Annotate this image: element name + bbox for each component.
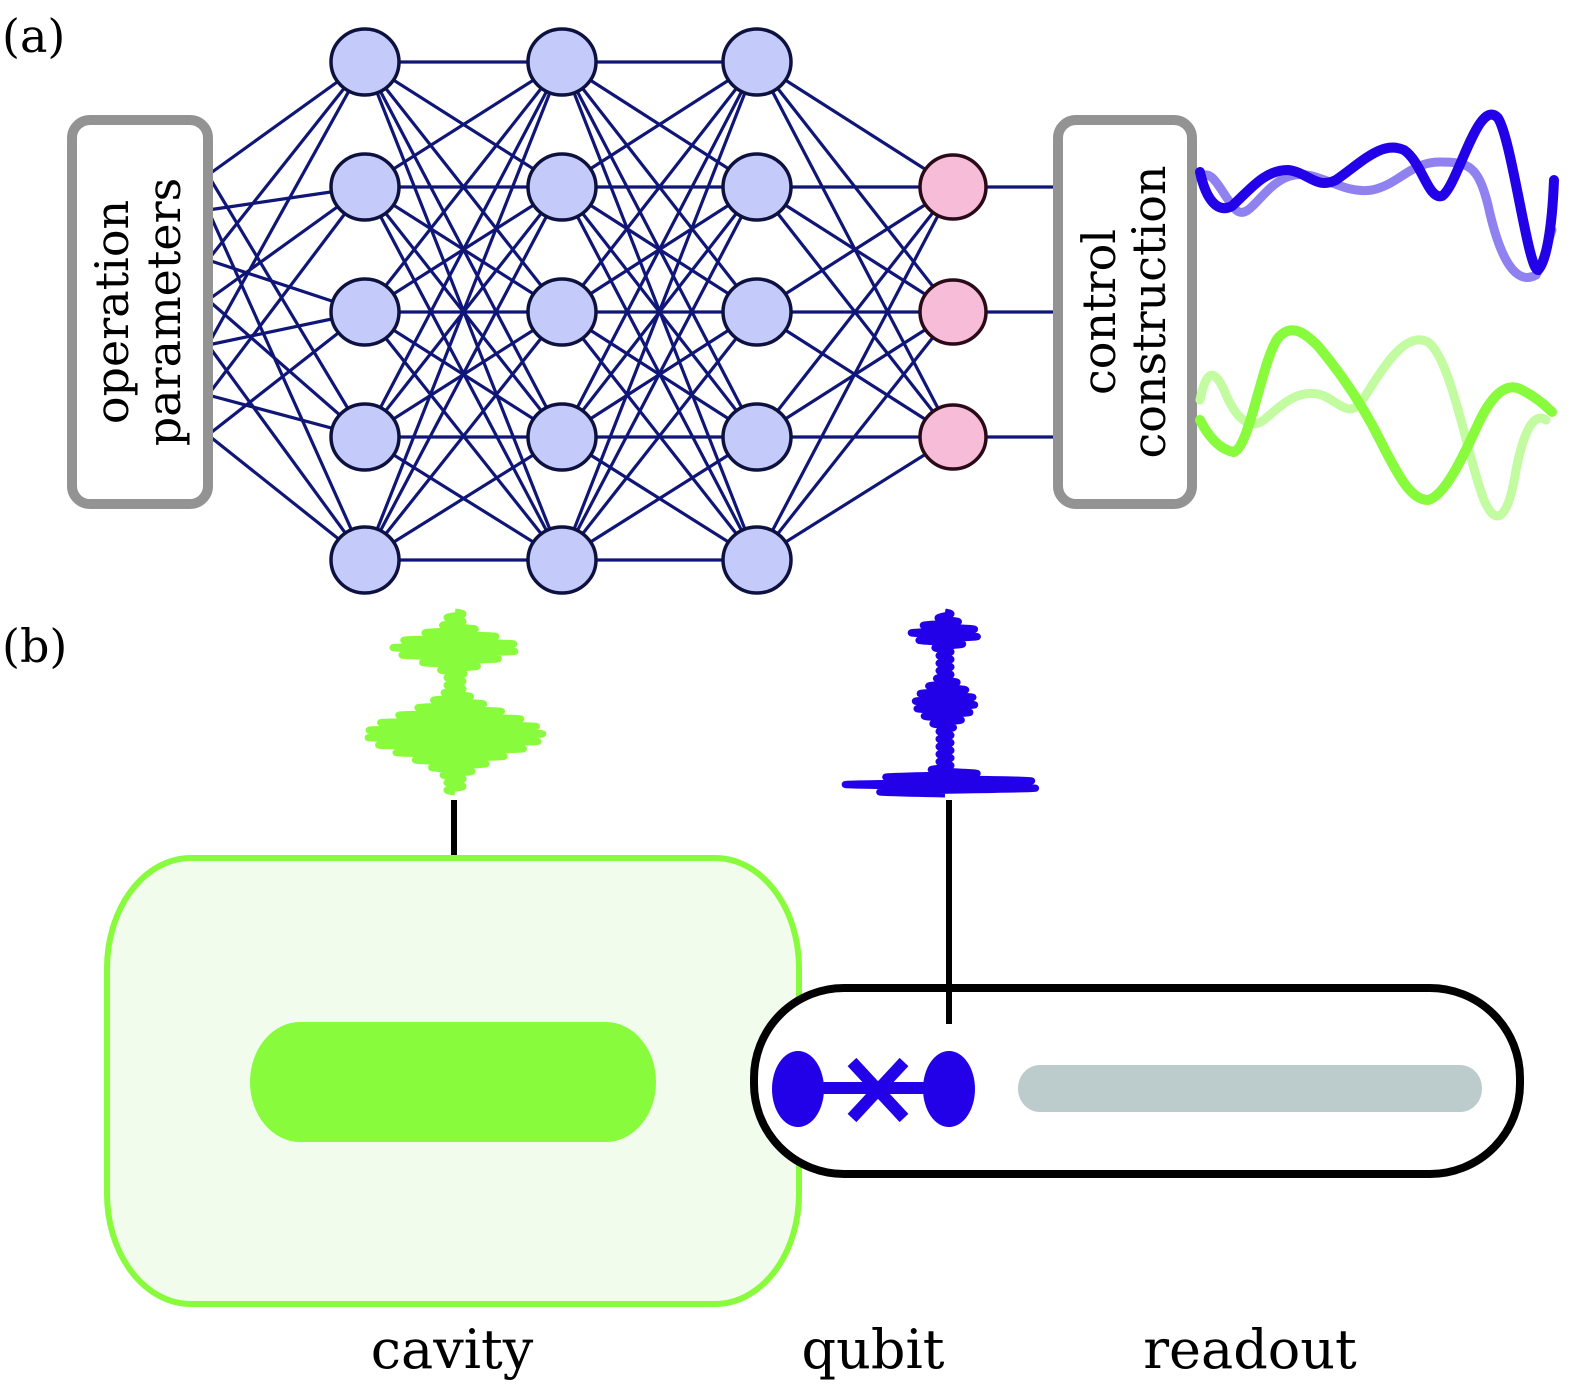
network-nodes	[329, 27, 988, 595]
hidden-node	[526, 525, 598, 595]
green-light-waveform	[1195, 335, 1551, 521]
hidden-node	[526, 27, 598, 97]
hidden-node	[721, 27, 793, 97]
output-edge	[756, 185, 954, 314]
pulse-blue-trace	[841, 608, 1040, 798]
input-edge	[206, 61, 367, 346]
green-waveform	[1195, 325, 1557, 506]
qubit-icon	[772, 1051, 975, 1127]
input-edge	[206, 186, 367, 396]
qubit-readout-capsule	[750, 984, 1524, 1178]
hidden-edge	[363, 61, 564, 561]
input-label-line2: parameters	[137, 178, 191, 446]
cavity-core	[250, 1022, 656, 1142]
blue-control-waveforms	[1195, 109, 1559, 282]
qubit-drive-pulse	[841, 608, 1040, 798]
hidden-node	[721, 152, 793, 222]
input-edge	[206, 61, 367, 261]
hidden-node	[329, 152, 401, 222]
readout-label: readout	[1143, 1318, 1357, 1381]
hidden-node	[329, 525, 401, 595]
blue-light-waveform	[1195, 157, 1557, 282]
hidden-edge	[561, 435, 758, 562]
output-edge	[755, 311, 955, 561]
output-edge	[755, 186, 955, 438]
operation-parameters-box: operation parameters	[67, 115, 213, 509]
hidden-node	[721, 277, 793, 347]
panel-b-label: (b)	[2, 619, 67, 673]
hidden-node	[329, 402, 401, 472]
hidden-edge	[560, 311, 759, 561]
qubit-label: qubit	[802, 1318, 945, 1381]
input-edge	[206, 174, 367, 438]
cavity-drive-pulse	[364, 608, 547, 796]
output-edge	[755, 186, 955, 561]
hidden-edge	[560, 61, 759, 313]
hidden-node	[526, 152, 598, 222]
output-label-line1: control	[1072, 229, 1126, 395]
output-edge	[756, 60, 954, 189]
network-edges	[206, 60, 1056, 562]
hidden-edge	[363, 311, 564, 561]
hidden-node	[721, 402, 793, 472]
hidden-node	[526, 277, 598, 347]
panel-a-label: (a)	[2, 9, 65, 63]
hidden-edge	[363, 61, 564, 438]
output-node	[918, 153, 988, 221]
cavity-label: cavity	[371, 1318, 534, 1381]
hidden-edge	[560, 61, 759, 561]
green-control-waveforms	[1195, 325, 1557, 521]
input-edge	[206, 344, 367, 561]
hidden-node	[329, 27, 401, 97]
hidden-node	[526, 402, 598, 472]
control-construction-box: control construction	[1053, 115, 1197, 509]
hidden-edge	[560, 186, 759, 561]
josephson-junction-icon	[847, 1057, 909, 1123]
output-label-line2: construction	[1122, 165, 1176, 458]
hidden-node	[721, 525, 793, 595]
hidden-edge	[363, 61, 564, 313]
input-label-line1: operation	[85, 200, 139, 424]
hidden-edge	[364, 435, 563, 562]
readout-resonator-bar	[1018, 1065, 1482, 1112]
cavity-box	[104, 855, 802, 1307]
hidden-edge	[363, 186, 564, 561]
output-node	[918, 278, 988, 346]
hidden-edge	[364, 60, 563, 189]
output-edge	[756, 435, 954, 562]
hidden-node	[329, 277, 401, 347]
hidden-edge	[560, 61, 759, 438]
hidden-edge	[561, 60, 758, 189]
blue-waveform	[1195, 109, 1559, 276]
input-edge	[206, 209, 367, 561]
output-node	[918, 403, 988, 471]
pulse-green-trace	[364, 608, 547, 796]
